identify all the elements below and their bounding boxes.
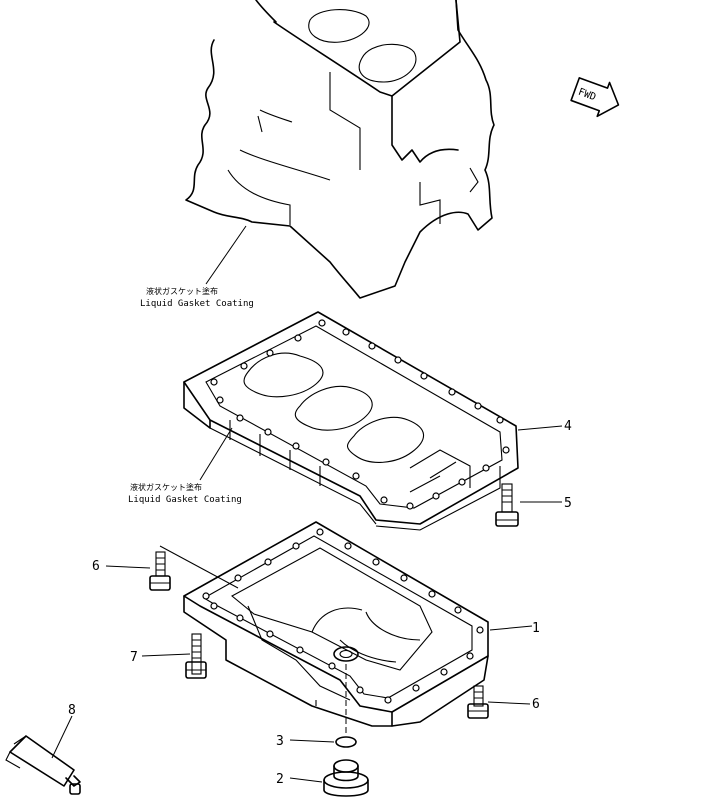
fwd-label: FWD (577, 87, 598, 104)
callout-3-leader (289, 739, 335, 743)
spacer-bolt-holes (210, 319, 510, 510)
upper-annotation-leader (205, 225, 247, 285)
callout-1-leader (489, 625, 533, 631)
callout-6-right-leader (487, 701, 531, 705)
callout-6-left: 6 (92, 559, 100, 574)
upper-annotation-en: Liquid Gasket Coating (140, 299, 254, 309)
drain-boss (333, 646, 359, 662)
callout-4-leader (517, 425, 563, 431)
cylinder-block (185, 0, 495, 299)
callout-1: 1 (532, 621, 540, 636)
bolt-6-right (467, 685, 489, 719)
upper-annotation-jp: 液状ガスケット塗布 (146, 286, 218, 296)
lower-annotation-leader (199, 427, 233, 481)
callout-2: 2 (276, 772, 284, 787)
callout-6-left-leader (105, 565, 151, 569)
sealant-tube-8 (5, 735, 81, 795)
callout-2-leader (289, 777, 323, 783)
o-ring-3 (335, 736, 357, 748)
drain-plug-2 (323, 759, 369, 797)
callout-5: 5 (564, 496, 572, 511)
lower-annotation-jp: 液状ガスケット塗布 (130, 482, 202, 492)
oil-pan-spacer (183, 311, 519, 531)
callout-3: 3 (276, 734, 284, 749)
bolt-5 (495, 483, 519, 527)
bolt-6-left-hidden-line (159, 545, 239, 589)
pan-bolt-holes (202, 528, 484, 704)
oil-pan (183, 521, 489, 727)
fwd-direction-arrow: FWD (570, 77, 620, 118)
bolt-6-left (149, 551, 171, 591)
callout-4: 4 (564, 419, 572, 434)
callout-7: 7 (130, 650, 138, 665)
callout-6-right: 6 (532, 697, 540, 712)
lower-annotation-en: Liquid Gasket Coating (128, 495, 242, 505)
callout-8: 8 (68, 703, 76, 718)
callout-8-leader (51, 715, 73, 759)
bolt-7 (185, 633, 207, 679)
callout-7-leader (141, 653, 191, 657)
